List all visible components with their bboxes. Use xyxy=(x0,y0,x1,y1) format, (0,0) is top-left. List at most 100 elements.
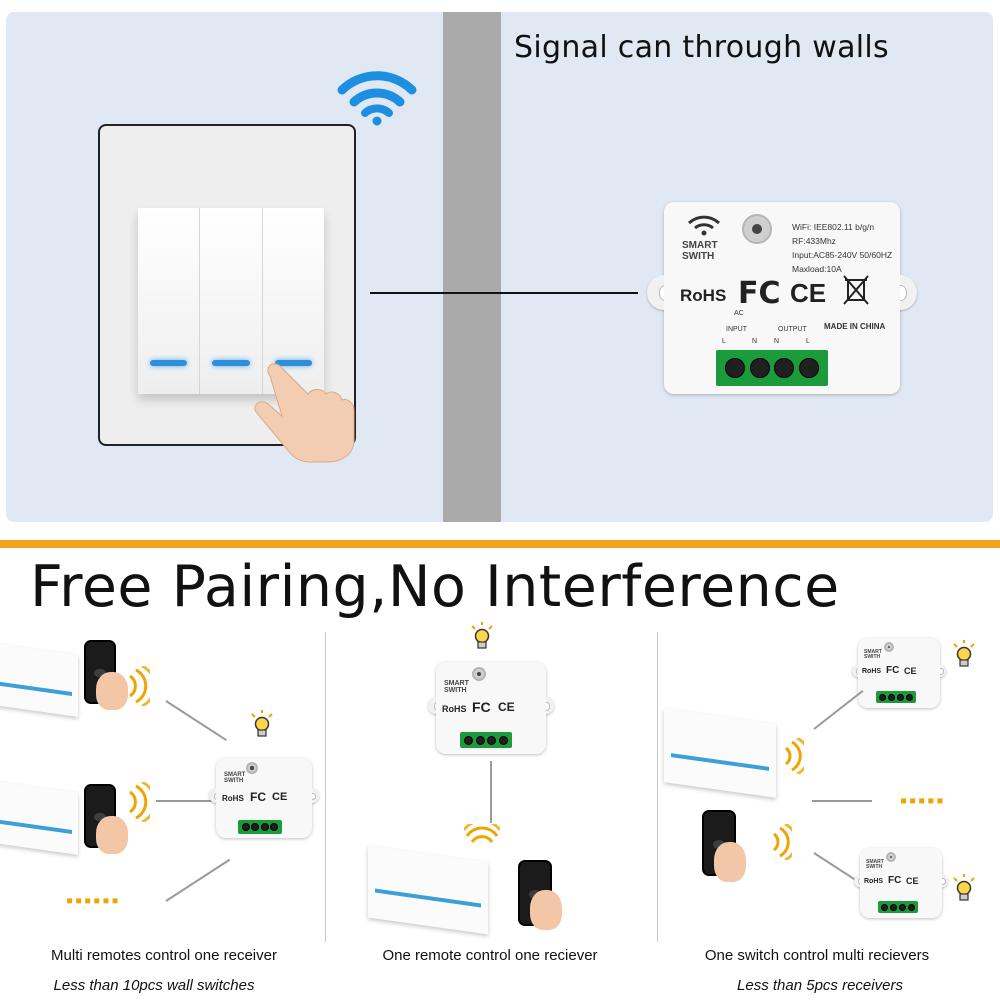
terminal-block xyxy=(878,901,918,913)
caption-col-2: One remote control one reciever xyxy=(382,947,598,964)
ac-label: AC xyxy=(734,310,744,317)
terminal-letter: N xyxy=(752,338,758,345)
indicator-led xyxy=(212,360,250,366)
brand-label: SMART SWITH xyxy=(682,240,718,262)
bulb-icon xyxy=(471,622,493,649)
connection-line xyxy=(370,292,638,294)
more-indicator-dots: ▪▪▪▪▪ xyxy=(900,790,946,812)
pairing-button[interactable] xyxy=(886,852,896,862)
indicator-led xyxy=(150,360,188,366)
terminal-letter: L xyxy=(806,338,810,345)
terminal-letter: L xyxy=(722,338,726,345)
column-divider xyxy=(657,632,658,942)
indicator-led xyxy=(274,360,312,366)
wall-switch-plate xyxy=(98,124,356,463)
fcc-mark: FC xyxy=(472,699,491,715)
column-divider xyxy=(325,632,326,942)
rohs-mark: RoHS xyxy=(862,668,882,675)
wall-switch-panel xyxy=(0,779,78,855)
subcaption-col-3: Less than 5pcs receivers xyxy=(737,977,903,994)
section-title: Free Pairing,No Interference xyxy=(30,554,840,620)
wifi-icon xyxy=(337,71,417,126)
terminal-block xyxy=(716,350,828,386)
weee-bin-icon xyxy=(843,275,869,305)
brand-line-1: SMART xyxy=(682,240,718,251)
fcc-mark: FC xyxy=(250,790,266,804)
top-heading: Signal can through walls xyxy=(514,30,889,65)
made-in-label: MADE IN CHINA xyxy=(824,322,886,331)
signal-wave-icon xyxy=(784,738,804,774)
pairing-button[interactable] xyxy=(884,642,894,652)
finger-icon xyxy=(254,363,355,463)
hand xyxy=(530,890,562,930)
hand xyxy=(714,842,746,882)
terminal-block xyxy=(460,732,512,748)
signal-demo-panel: Signal can through walls SMART xyxy=(6,12,993,522)
accent-band xyxy=(0,540,1000,548)
bulb-icon xyxy=(953,640,975,667)
connection-line xyxy=(165,700,227,742)
caption-col-1: Multi remotes control one receiver xyxy=(51,947,277,964)
terminal-block xyxy=(238,820,282,834)
pairing-button[interactable] xyxy=(742,214,772,244)
terminal-block xyxy=(876,691,916,703)
pairing-button[interactable] xyxy=(246,762,258,774)
spec-line: Maxload:10A xyxy=(792,264,842,274)
hand xyxy=(96,816,128,854)
fcc-mark: FC xyxy=(738,276,781,311)
ce-mark: CE xyxy=(904,666,917,676)
signal-wave-icon xyxy=(129,782,150,822)
wifi-icon xyxy=(687,215,721,236)
ce-mark: CE xyxy=(790,278,827,308)
terminal-letter: N xyxy=(774,338,780,345)
signal-wave-icon xyxy=(772,824,792,860)
receiver-body: SMART SWITH WiFi: IEE802.11 b/g/n RF:433… xyxy=(664,202,900,394)
more-indicator-dots: ▪▪▪▪▪▪ xyxy=(66,890,121,912)
signal-wave-icon xyxy=(464,824,500,843)
rohs-mark: RoHS xyxy=(680,286,727,305)
smart-receiver-module: SMART SWITH WiFi: IEE802.11 b/g/n RF:433… xyxy=(647,202,917,394)
rocker-button-2[interactable] xyxy=(200,208,263,394)
rohs-mark: RoHS xyxy=(864,878,884,885)
three-gang-switch xyxy=(138,208,324,394)
rohs-mark: RoHS xyxy=(222,794,244,803)
ce-mark: CE xyxy=(906,876,919,886)
ce-mark: CE xyxy=(272,791,288,803)
rocker-button-3[interactable] xyxy=(262,208,324,394)
connection-line xyxy=(165,858,231,902)
connection-line xyxy=(156,800,212,802)
bulb-icon xyxy=(953,874,975,901)
wall-switch-panel xyxy=(0,641,78,717)
wall-switch-panel xyxy=(664,708,776,798)
wall-switch-panel xyxy=(368,845,488,935)
input-label: INPUT xyxy=(726,326,747,333)
connection-line xyxy=(490,761,492,823)
spec-line: RF:433Mhz xyxy=(792,236,836,246)
spec-line: WiFi: IEE802.11 b/g/n xyxy=(792,222,875,232)
brand-line-2: SWITH xyxy=(682,251,715,262)
hand xyxy=(96,672,128,710)
rocker-button-1[interactable] xyxy=(138,208,201,394)
fcc-mark: FC xyxy=(888,875,902,886)
wall xyxy=(443,12,501,522)
rohs-mark: RoHS xyxy=(442,704,467,714)
connection-line xyxy=(813,690,864,730)
ce-mark: CE xyxy=(498,700,515,714)
connection-line xyxy=(812,800,872,802)
subcaption-col-1: Less than 10pcs wall switches xyxy=(53,977,255,994)
spec-line: Input:AC85-240V 50/60HZ xyxy=(792,250,893,260)
bulb-icon xyxy=(251,710,273,737)
caption-col-3: One switch control multi recievers xyxy=(704,947,930,964)
fcc-mark: FC xyxy=(886,665,900,676)
signal-wave-icon xyxy=(129,666,150,706)
pairing-button[interactable] xyxy=(472,667,486,681)
output-label: OUTPUT xyxy=(778,326,807,333)
